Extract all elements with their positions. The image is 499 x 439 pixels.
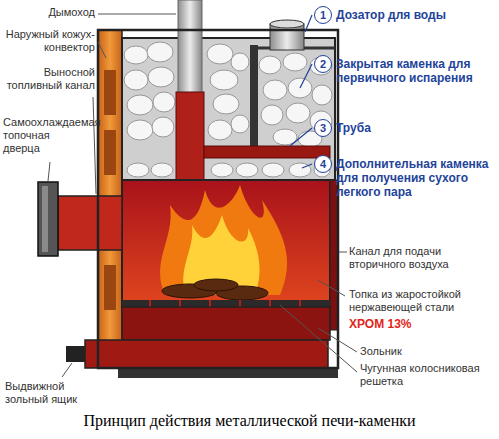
grate-gaps xyxy=(150,300,300,307)
fuel-channel xyxy=(58,196,122,250)
part-label: Наружный кожух-конвектор xyxy=(5,28,95,54)
part-label: Зольник xyxy=(360,345,494,358)
logs xyxy=(162,279,268,300)
part-label: Топка из жаростойкой нержавеющей стали xyxy=(349,288,495,314)
flame xyxy=(160,185,287,295)
callout-number: 3 xyxy=(320,123,326,134)
extra-stones xyxy=(127,163,330,177)
callout-circle: 1 xyxy=(314,6,332,24)
flame-core xyxy=(183,215,259,295)
firebox xyxy=(122,180,330,307)
vent-slot xyxy=(104,70,116,115)
material-note: ХРОМ 13% xyxy=(349,317,495,331)
stone-compartment xyxy=(122,38,335,180)
callout-circle: 2 xyxy=(314,55,332,73)
stove-base xyxy=(118,368,338,378)
grate xyxy=(122,300,330,307)
vent-slot xyxy=(104,265,116,310)
part-label: Дымоход xyxy=(5,6,95,19)
ash-drawer xyxy=(85,340,328,368)
firebox-door xyxy=(38,182,58,256)
callout-number: 1 xyxy=(320,10,326,21)
chimney xyxy=(178,0,202,95)
water-dispenser-top xyxy=(270,20,304,28)
drawer-handle xyxy=(66,346,85,362)
part-label: Канал для подачи вторичного воздуха xyxy=(349,245,495,271)
callout-circle: 4 xyxy=(314,155,332,173)
part-label: Выдвижной зольный ящик xyxy=(5,380,85,406)
partition-wall xyxy=(250,45,258,150)
caption: Принцип действия металлической печи-каме… xyxy=(0,412,499,430)
ash-pit xyxy=(122,307,330,340)
smoke-pipe xyxy=(176,92,204,180)
callout-text: Дозатор для воды xyxy=(336,8,494,22)
callout-number: 2 xyxy=(320,59,326,70)
part-label: Чугунная колосниковая решетка xyxy=(360,362,494,388)
callout-text: Труба xyxy=(336,121,494,135)
door-highlight xyxy=(42,186,48,252)
horizontal-pipe xyxy=(204,146,330,158)
callout-number: 4 xyxy=(320,159,326,170)
part-label: Самоохлаждаемая топочная дверца xyxy=(3,116,88,155)
callout-leaders xyxy=(290,15,312,168)
callout-text: Закрытая каменка для первичного испарени… xyxy=(336,57,494,85)
part-label: Выносной топливный канал xyxy=(5,66,95,92)
callout-circle: 3 xyxy=(314,119,332,137)
stones xyxy=(124,42,332,147)
stove-outline xyxy=(98,30,338,368)
vent-slot xyxy=(104,130,116,175)
callout-text: Дополнительная каменка для получения сух… xyxy=(336,157,494,199)
